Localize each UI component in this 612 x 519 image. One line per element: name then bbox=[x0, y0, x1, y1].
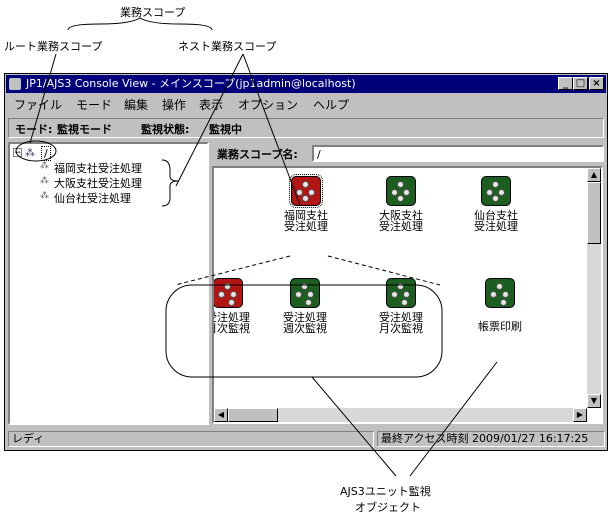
status-bar: レディ 最終アクセス時刻 2009/01/27 16:17:25 bbox=[6, 429, 606, 449]
scope-name-value: / bbox=[317, 148, 321, 161]
unit-monitor-icon-weekly[interactable] bbox=[290, 278, 320, 308]
scope-tree: − ⁂ / ⁂ 福岡支社受注処理 ⁂ 大阪支社受注処理 ⁂ 仙台社受注処理 bbox=[8, 142, 209, 425]
menu-edit[interactable]: 編集 bbox=[124, 98, 149, 112]
annotation-business-scope: 業務スコープ bbox=[120, 6, 186, 19]
label-report: 帳票印刷 bbox=[478, 320, 522, 333]
app-icon bbox=[9, 78, 21, 90]
menu-file[interactable]: ファイル bbox=[14, 98, 63, 112]
label-daily: 受注処理日次監視 bbox=[214, 311, 250, 335]
scope-icon-fukuoka[interactable] bbox=[289, 174, 323, 208]
annotation-unit-monitor-line1: AJS3ユニット監視 bbox=[340, 485, 431, 498]
scope-name-field[interactable]: / bbox=[312, 145, 604, 162]
tree-node-osaka[interactable]: 大阪支社受注処理 bbox=[54, 177, 142, 190]
vertical-scrollbar[interactable]: ▲ ▼ bbox=[587, 168, 601, 408]
horizontal-scrollbar[interactable]: ◀ ▶ bbox=[214, 408, 587, 422]
scope-icon-sendai[interactable] bbox=[481, 176, 511, 206]
scroll-up-button[interactable]: ▲ bbox=[587, 168, 601, 182]
scope-name-label: 業務スコープ名: bbox=[217, 148, 298, 161]
scope-icon-osaka[interactable] bbox=[386, 176, 416, 206]
maximize-button[interactable]: □ bbox=[573, 77, 588, 90]
menu-options[interactable]: オプション bbox=[238, 98, 299, 112]
label-fukuoka: 福岡支社受注処理 bbox=[284, 209, 328, 233]
menu-bar: ファイル モード 編集 操作 表示 オプション ヘルプ bbox=[6, 94, 606, 114]
scope-name-bar: 業務スコープ名: / bbox=[212, 142, 604, 164]
label-weekly: 受注処理週次監視 bbox=[283, 311, 327, 335]
annotation-unit-monitor-line2: オブジェクト bbox=[355, 501, 421, 514]
monitor-state-label: 監視状態: bbox=[141, 123, 190, 136]
window-title: JP1/AJS3 Console View - メインスコープ(jp1admin… bbox=[26, 77, 356, 90]
tree-root-node[interactable]: / bbox=[41, 146, 51, 161]
scroll-right-button[interactable]: ▶ bbox=[573, 408, 587, 422]
annotation-nest-scope: ネスト業務スコープ bbox=[178, 40, 277, 53]
label-sendai: 仙台支社受注処理 bbox=[474, 209, 518, 233]
scope-icon: ⁂ bbox=[40, 176, 49, 186]
scope-icon: ⁂ bbox=[40, 161, 49, 171]
menu-mode[interactable]: モード bbox=[76, 98, 113, 112]
scroll-down-button[interactable]: ▼ bbox=[587, 394, 601, 408]
collapse-toggle[interactable]: − bbox=[13, 148, 22, 158]
label-osaka: 大阪支社受注処理 bbox=[379, 209, 423, 233]
status-ready: レディ bbox=[8, 431, 374, 447]
minimize-button[interactable]: _ bbox=[558, 77, 573, 90]
tree-node-fukuoka[interactable]: 福岡支社受注処理 bbox=[54, 162, 142, 175]
horizontal-scroll-thumb[interactable] bbox=[228, 408, 278, 422]
mode-value: 監視モード bbox=[57, 123, 112, 136]
tree-node-sendai[interactable]: 仙台社受注処理 bbox=[54, 192, 131, 205]
unit-monitor-icon-daily[interactable] bbox=[214, 278, 243, 308]
label-monthly: 受注処理月次監視 bbox=[379, 311, 423, 335]
title-bar[interactable]: JP1/AJS3 Console View - メインスコープ(jp1admin… bbox=[6, 75, 606, 93]
unit-monitor-icon-monthly[interactable] bbox=[386, 278, 416, 308]
unit-monitor-icon-report[interactable] bbox=[485, 278, 515, 308]
scope-tree-icon: ⁂ bbox=[25, 148, 35, 159]
annotation-root-scope: ルート業務スコープ bbox=[4, 40, 103, 53]
menu-view[interactable]: 表示 bbox=[199, 98, 224, 112]
monitor-state-value: 監視中 bbox=[209, 123, 242, 136]
status-last-access: 最終アクセス時刻 2009/01/27 16:17:25 bbox=[377, 431, 605, 447]
vertical-scroll-thumb[interactable] bbox=[587, 182, 601, 244]
close-button[interactable]: × bbox=[589, 77, 604, 90]
console-window: JP1/AJS3 Console View - メインスコープ(jp1admin… bbox=[4, 73, 608, 451]
scope-icon: ⁂ bbox=[40, 191, 49, 201]
menu-operation[interactable]: 操作 bbox=[162, 98, 187, 112]
menu-help[interactable]: ヘルプ bbox=[313, 98, 350, 112]
scroll-left-button[interactable]: ◀ bbox=[214, 408, 228, 422]
